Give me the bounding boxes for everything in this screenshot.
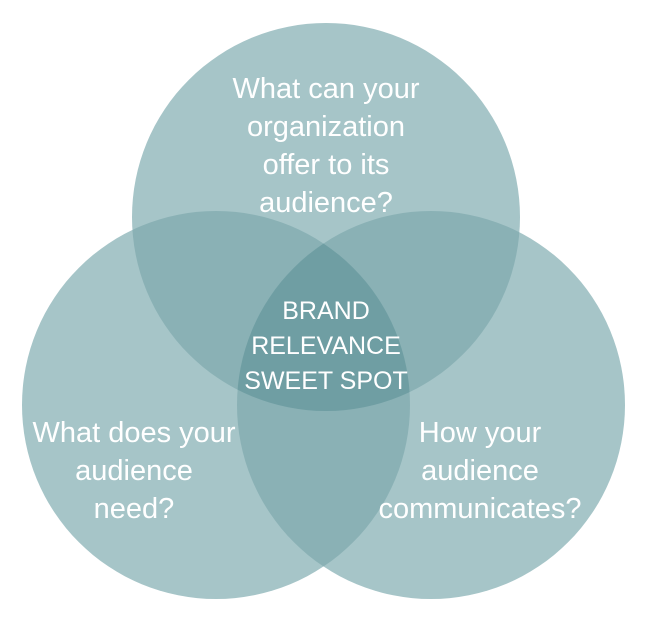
top-label-line: What can your	[232, 73, 420, 105]
right-label-line: communicates?	[378, 493, 582, 525]
top-circle-label: What can your organization offer to its …	[233, 70, 420, 222]
left-circle-label: What does your audience need?	[32, 414, 235, 528]
right-label-line: How your	[418, 417, 542, 449]
center-label: BRAND RELEVANCE SWEET SPOT	[244, 294, 407, 399]
top-label-line: offer to its	[262, 149, 390, 181]
center-label-line: RELEVANCE	[251, 332, 401, 360]
top-label-line: organization	[246, 111, 405, 143]
top-label-line: audience?	[259, 187, 393, 219]
overlap-center	[237, 211, 410, 411]
left-label-line: audience	[75, 455, 193, 487]
left-label-line: need?	[93, 493, 175, 525]
right-circle-label: How your audience communicates?	[378, 414, 581, 528]
left-label-line: What does your	[32, 417, 236, 449]
center-label-line: BRAND	[282, 297, 370, 325]
center-label-line: SWEET SPOT	[244, 367, 408, 395]
right-label-line: audience	[421, 455, 539, 487]
